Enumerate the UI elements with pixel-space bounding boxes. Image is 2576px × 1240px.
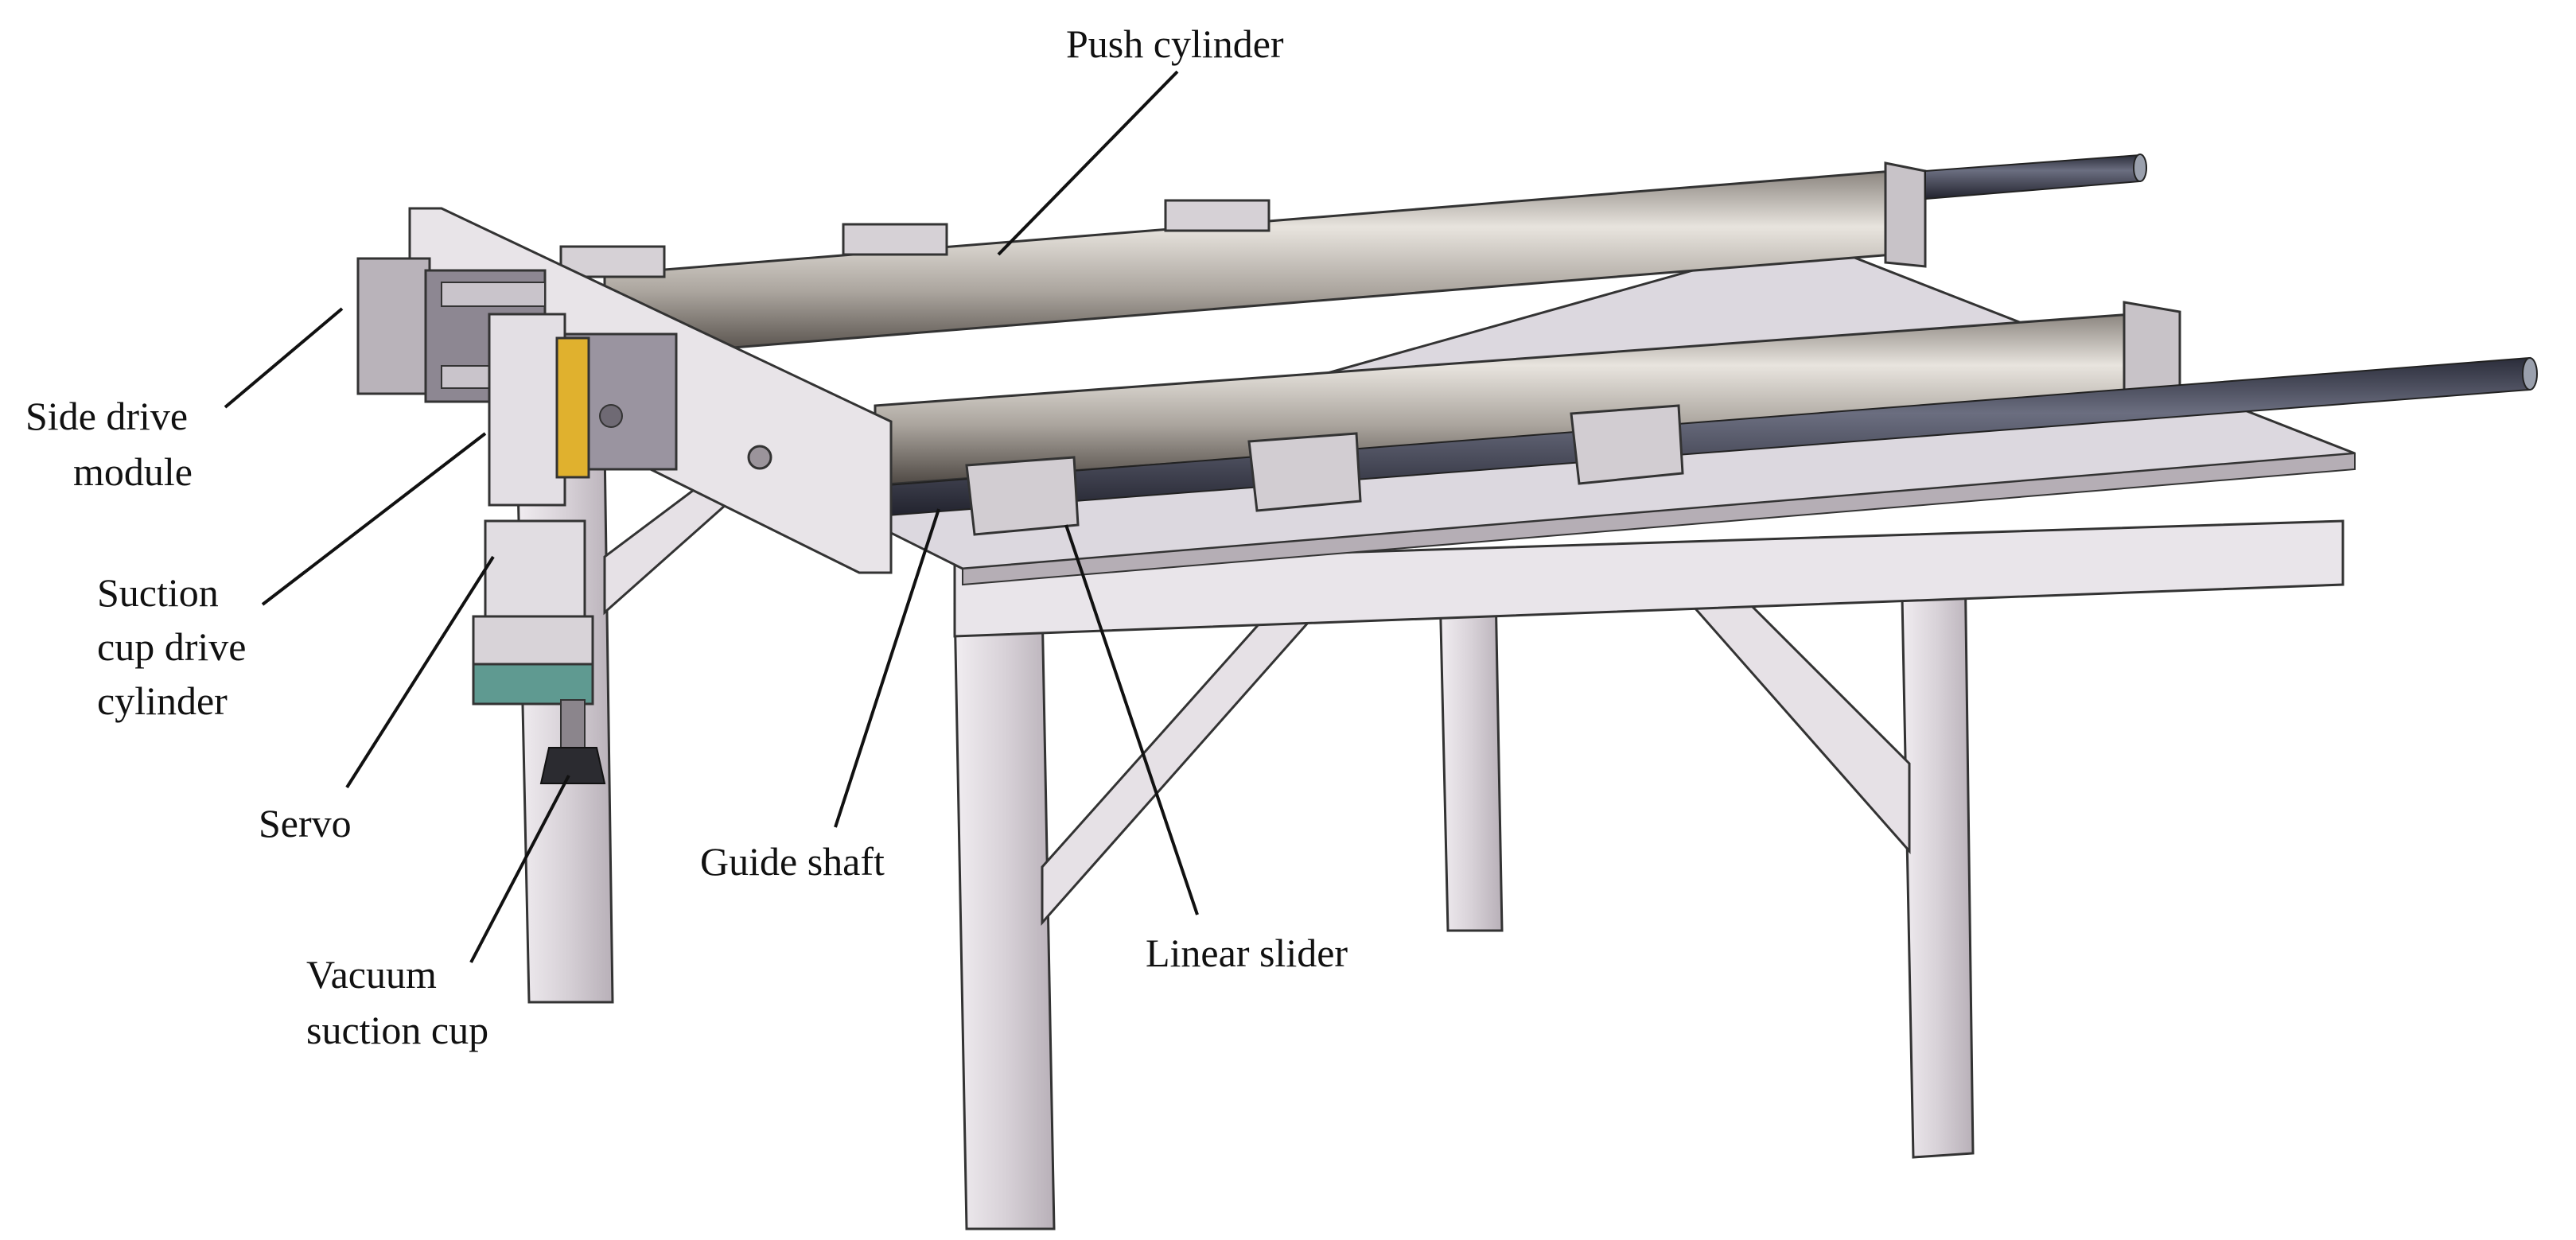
leader-vacuum-suction-cup (469, 775, 570, 963)
brace-right (1667, 579, 1911, 854)
linear-sliders (965, 404, 1684, 536)
label-suction-cup-drive-cylinder-line3: cylinder (97, 678, 228, 723)
leader-guide-shaft (834, 508, 940, 828)
leader-linear-slider (1064, 524, 1199, 915)
front-leg (953, 603, 1056, 1230)
suction-cup-drive-cylinder (488, 313, 590, 507)
table-top-edge (962, 452, 2356, 586)
label-side-drive-module-line1: Side drive (25, 394, 188, 438)
vacuum-suction-cup (539, 699, 606, 784)
label-suction-cup-drive-cylinder-line2: cup drive (97, 624, 246, 669)
linear-slider-block (1247, 432, 1362, 512)
back-leg-middle (1438, 587, 1504, 932)
linear-slider-block (965, 456, 1080, 536)
leader-suction-cup-drive-cylinder (261, 432, 487, 606)
labels: Push cylinder Side drive module Suction … (25, 21, 1348, 1052)
leader-push-cylinder (997, 70, 1179, 256)
leader-servo (345, 555, 495, 789)
back-cylinder-brackets (559, 199, 1270, 278)
leader-side-drive-module (224, 307, 344, 409)
brace-front (1041, 607, 1324, 926)
servo (472, 519, 594, 706)
label-push-cylinder: Push cylinder (1066, 21, 1284, 66)
label-vacuum-suction-cup-line2: suction cup (306, 1008, 488, 1052)
linear-slider-block (1570, 404, 1684, 485)
label-vacuum-suction-cup-line1: Vacuum (306, 952, 437, 997)
label-servo: Servo (259, 801, 352, 845)
label-linear-slider: Linear slider (1146, 931, 1348, 975)
guide-shaft-back (1924, 154, 2147, 200)
leader-lines (224, 70, 1199, 963)
label-side-drive-module-line2: module (73, 449, 193, 494)
label-suction-cup-drive-cylinder-line1: Suction (97, 570, 219, 615)
label-guide-shaft: Guide shaft (700, 839, 885, 884)
back-leg-right (1900, 555, 1975, 1159)
table-apron (953, 519, 2344, 638)
